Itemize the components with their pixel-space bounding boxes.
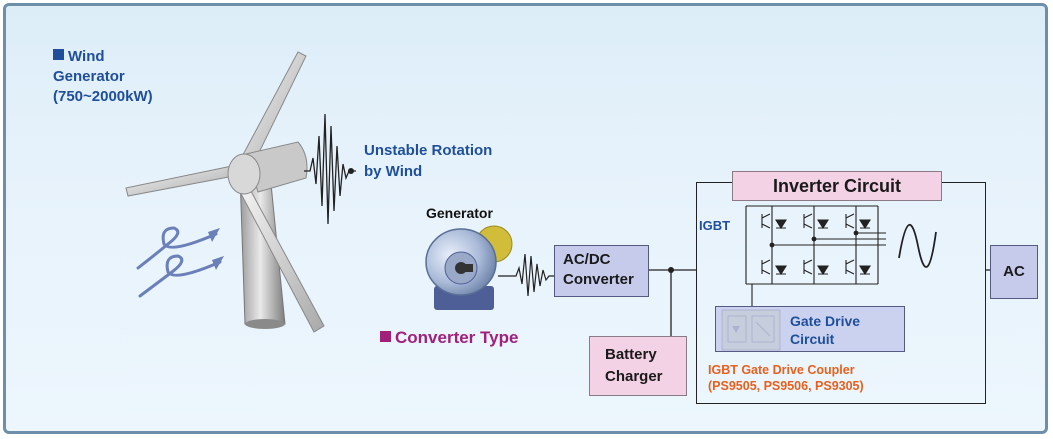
square-bullet-icon [53, 49, 64, 60]
unstable-line2: by Wind [364, 163, 423, 180]
unstable-rotation-label: Unstable Rotation by Wind [364, 140, 492, 182]
wind-generator-line2: Generator [53, 68, 125, 85]
converter-type-text: Converter Type [395, 328, 519, 347]
battery-charger-box: Battery Charger [589, 336, 687, 396]
generator-icon [425, 225, 513, 310]
gate-drive-circuit-box: Gate Drive Circuit [715, 306, 905, 352]
wind-generator-line3: (750~2000kW) [53, 88, 153, 105]
acdc-line2: Converter [563, 271, 634, 288]
acdc-line1: AC/DC [563, 251, 611, 268]
gate-drive-line2: Circuit [790, 331, 835, 347]
igbt-bridge-icon [745, 205, 886, 306]
unstable-waveform-icon [304, 113, 356, 225]
inverter-circuit-title: Inverter Circuit [732, 171, 942, 201]
wind-swirl-icon [136, 226, 224, 298]
generator-waveform-icon [498, 253, 556, 297]
coupler-label: IGBT Gate Drive Coupler (PS9505, PS9506,… [708, 362, 864, 394]
wind-turbine-icon [125, 51, 325, 333]
igbt-label: IGBT [699, 218, 731, 233]
square-bullet-icon [380, 331, 391, 342]
battery-line2: Charger [605, 368, 663, 385]
junction-dot [668, 267, 674, 273]
coupler-line1: IGBT Gate Drive Coupler [708, 363, 855, 377]
unstable-line1: Unstable Rotation [364, 142, 493, 159]
ac-output-box: AC [990, 245, 1038, 299]
acdc-converter-box: AC/DC Converter [554, 245, 649, 297]
generator-label: Generator [426, 205, 493, 221]
diagram-frame: Wind Generator (750~2000kW) Unstable Rot… [3, 3, 1048, 434]
battery-line1: Battery [605, 346, 657, 363]
wind-generator-label: Wind Generator (750~2000kW) [53, 47, 153, 107]
wind-generator-line1: Wind [68, 48, 105, 65]
sine-output-icon [898, 223, 937, 268]
gate-drive-line1: Gate Drive [790, 313, 861, 329]
converter-type-label: Converter Type [380, 328, 518, 348]
coupler-line2: (PS9505, PS9506, PS9305) [708, 379, 864, 393]
